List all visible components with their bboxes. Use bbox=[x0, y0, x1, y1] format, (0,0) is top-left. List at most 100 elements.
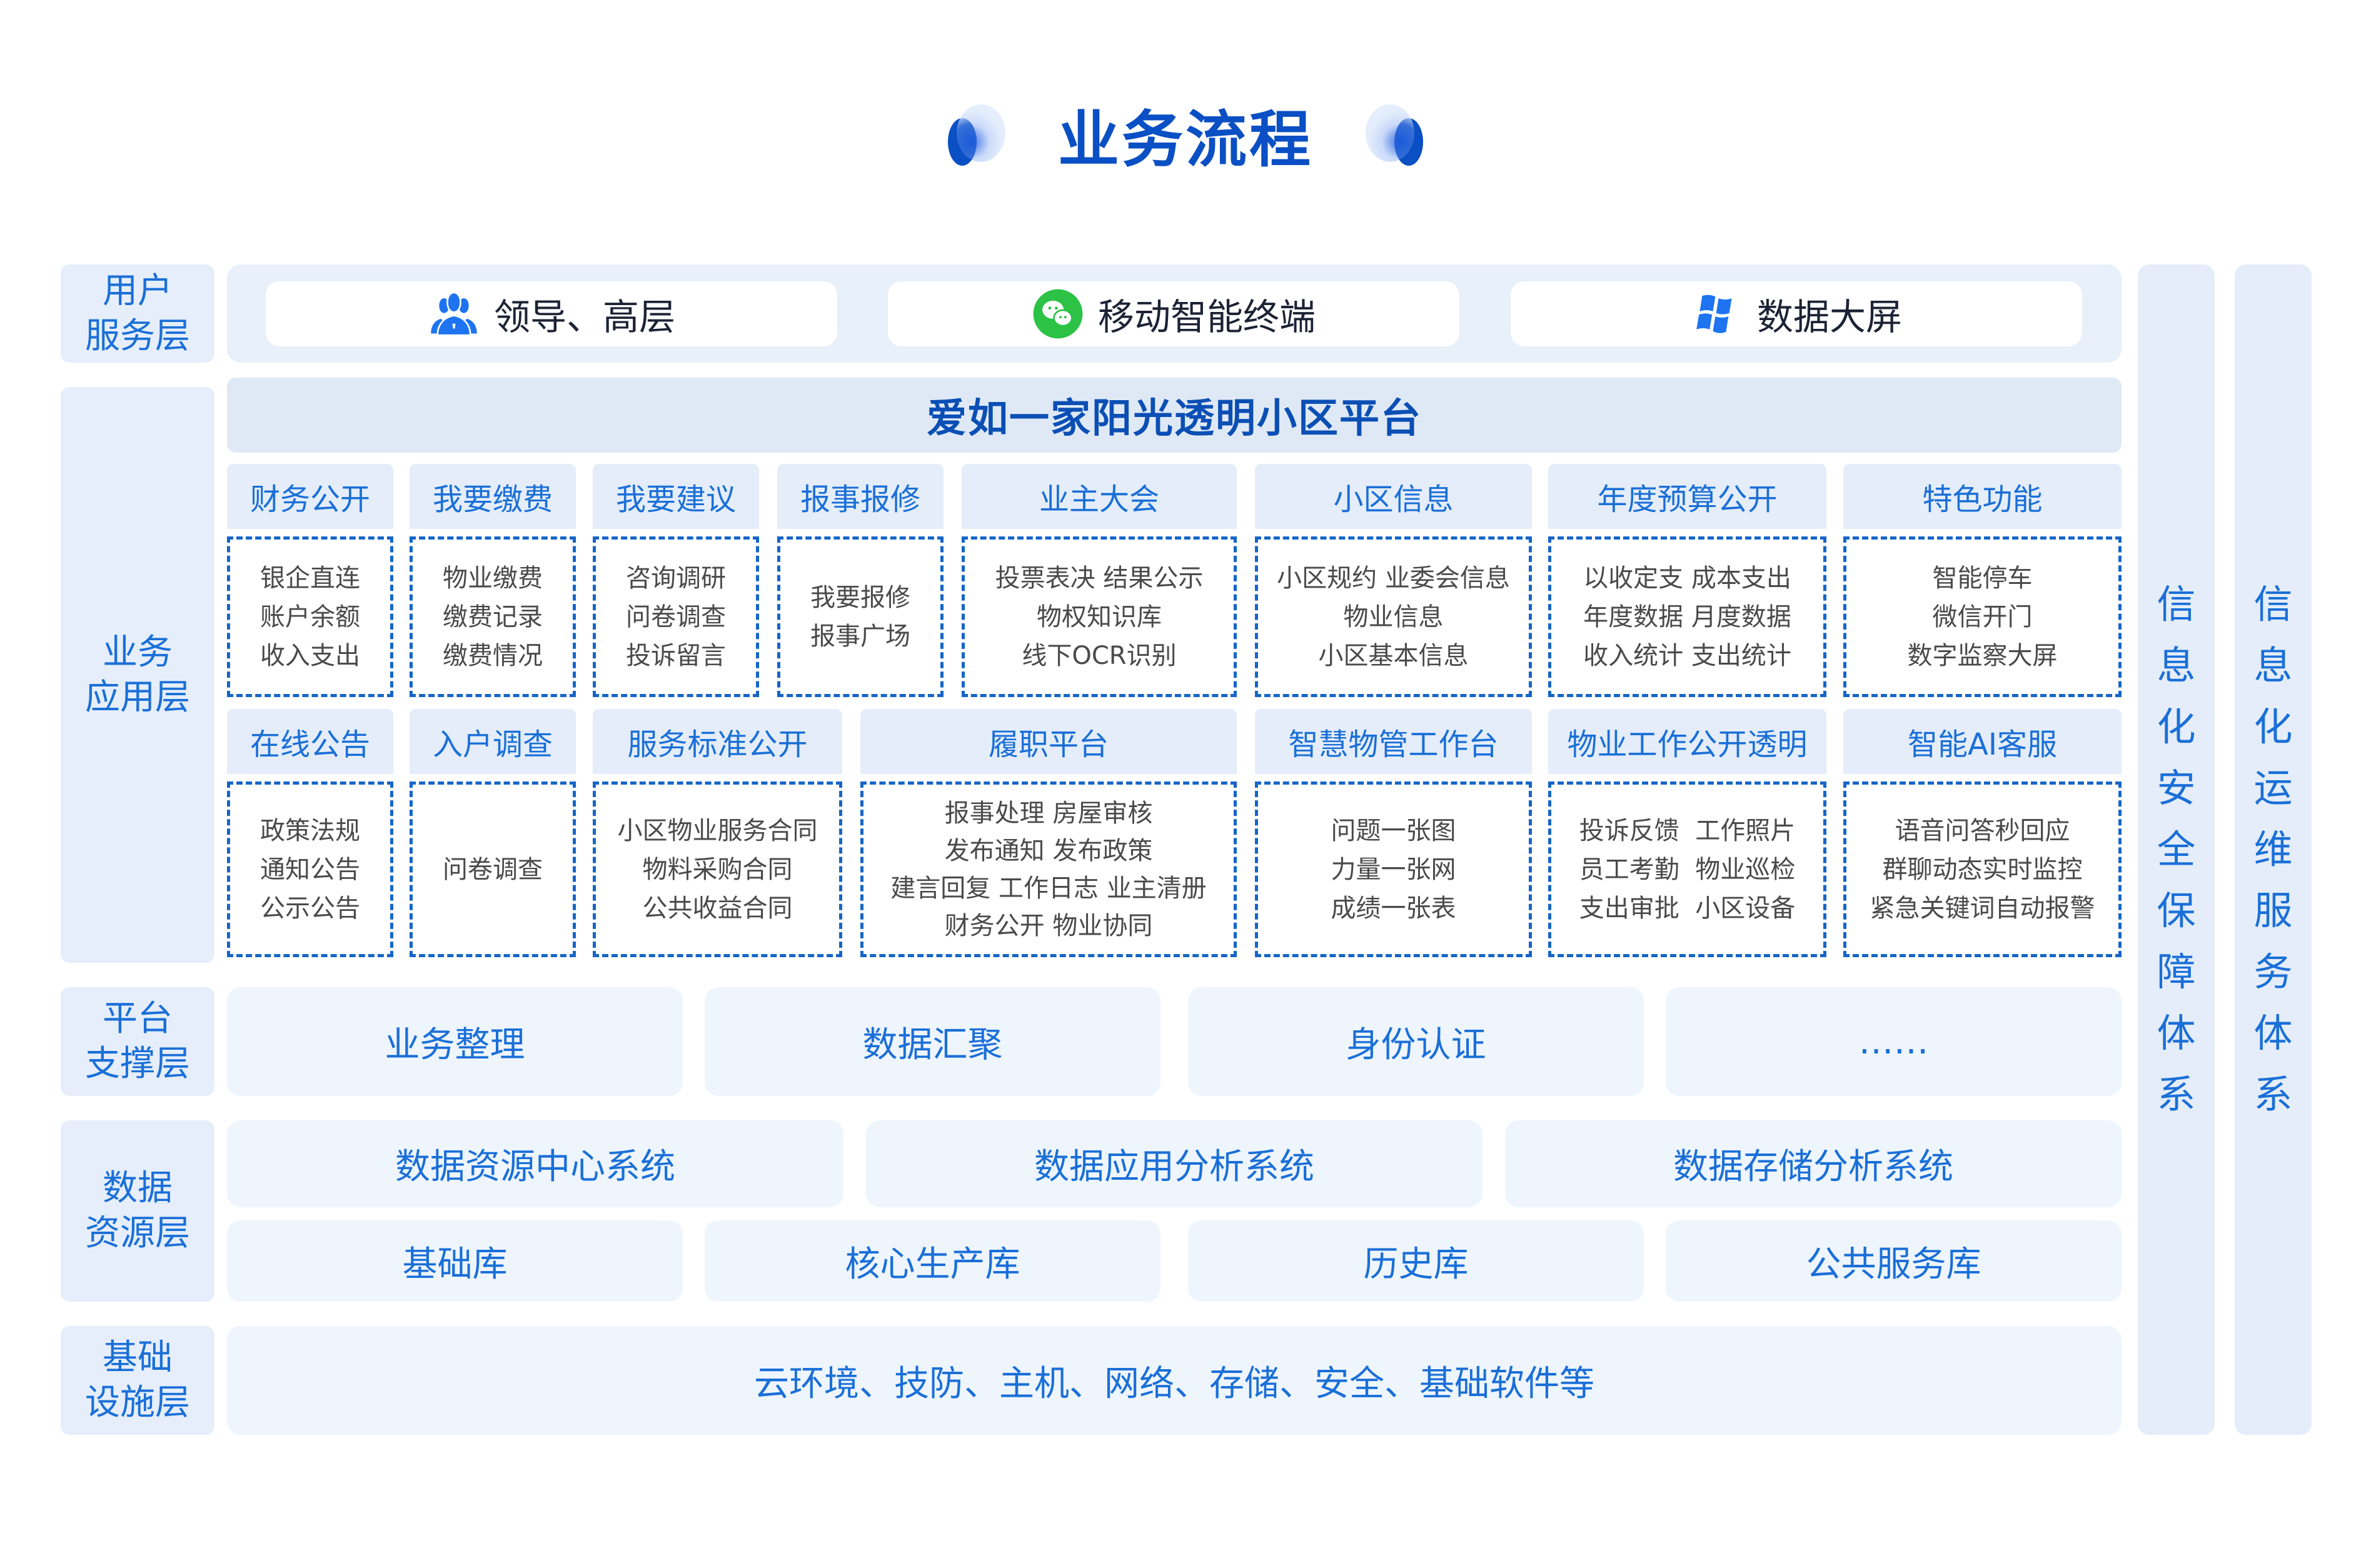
module-item: 员工考勤 物业巡检 bbox=[1579, 855, 1796, 884]
module-item: 年度数据 月度数据 bbox=[1583, 602, 1791, 631]
data-system-application-analysis[interactable]: 数据应用分析系统 bbox=[866, 1120, 1483, 1207]
layer-label-platform: 平台 支撑层 bbox=[61, 987, 214, 1096]
module-item: 支出审批 小区设备 bbox=[1579, 893, 1796, 923]
module-item: 建言回复 工作日志 业主清册 bbox=[890, 873, 1207, 903]
channel-leadership[interactable]: 领导、高层 bbox=[266, 281, 837, 346]
module-item: 小区物业服务合同 bbox=[617, 816, 818, 845]
module-item: 报事广场 bbox=[810, 621, 910, 651]
data-system-storage-analysis[interactable]: 数据存储分析系统 bbox=[1505, 1120, 2122, 1207]
module-header[interactable]: 智慧物管工作台 bbox=[1255, 709, 1532, 774]
library-core-production[interactable]: 核心生产库 bbox=[705, 1220, 1160, 1302]
module-header[interactable]: 服务标准公开 bbox=[593, 709, 842, 774]
ops-service-column[interactable]: 信息化运维服务体系 bbox=[2235, 264, 2312, 1435]
layer-label-infra: 基础 设施层 bbox=[61, 1326, 214, 1435]
module-header[interactable]: 在线公告 bbox=[227, 709, 393, 774]
module-item: 政策法规 bbox=[260, 816, 360, 845]
decorative-orb-icon bbox=[947, 104, 1008, 166]
layer-label-user: 用户 服务层 bbox=[61, 264, 214, 363]
module-items-box: 问题一张图 力量一张网 成绩一张表 bbox=[1255, 781, 1532, 957]
module-header[interactable]: 履职平台 bbox=[860, 709, 1237, 774]
module-item: 公示公告 bbox=[260, 893, 360, 923]
security-system-label: 信息化安全保障体系 bbox=[2157, 581, 2196, 1117]
module-item: 数字监察大屏 bbox=[1907, 641, 2058, 670]
library-base[interactable]: 基础库 bbox=[227, 1220, 683, 1302]
module-items-box: 以收定支 成本支出 年度数据 月度数据 收入统计 支出统计 bbox=[1548, 536, 1826, 697]
module-item: 微信开门 bbox=[1932, 602, 2033, 631]
module-header[interactable]: 业主大会 bbox=[962, 464, 1237, 529]
module-items-box: 小区物业服务合同 物料采购合同 公共收益合同 bbox=[593, 781, 842, 957]
module-items-box: 报事处理 房屋审核 发布通知 发布政策 建言回复 工作日志 业主清册 财务公开 … bbox=[860, 781, 1237, 957]
library-history[interactable]: 历史库 bbox=[1188, 1220, 1644, 1302]
module-item: 收入统计 支出统计 bbox=[1583, 641, 1791, 670]
module-item: 缴费情况 bbox=[443, 641, 543, 670]
module-item: 线下OCR识别 bbox=[1022, 641, 1177, 670]
channel-data-screen[interactable]: 数据大屏 bbox=[1511, 281, 2082, 346]
module-header[interactable]: 入户调查 bbox=[410, 709, 576, 774]
module-items-box: 问卷调查 bbox=[410, 781, 576, 957]
module-header[interactable]: 小区信息 bbox=[1255, 464, 1532, 529]
module-header[interactable]: 我要建议 bbox=[593, 464, 759, 529]
module-item: 投诉反馈 工作照片 bbox=[1579, 816, 1796, 845]
module-header[interactable]: 我要缴费 bbox=[410, 464, 576, 529]
library-public-service[interactable]: 公共服务库 bbox=[1666, 1220, 2122, 1302]
module-item: 群聊动态实时监控 bbox=[1882, 855, 2083, 884]
support-data-aggregation[interactable]: 数据汇聚 bbox=[705, 987, 1160, 1096]
module-item: 报事处理 房屋审核 bbox=[944, 798, 1153, 828]
decorative-orb-icon bbox=[1363, 104, 1423, 166]
module-item: 物权知识库 bbox=[1037, 602, 1162, 631]
channel-label: 移动智能终端 bbox=[1097, 296, 1316, 338]
page-title: 业务流程 bbox=[1057, 104, 1313, 176]
module-item: 财务公开 物业协同 bbox=[944, 911, 1153, 940]
module-item: 发布通知 发布政策 bbox=[944, 836, 1153, 865]
module-item: 账户余额 bbox=[260, 602, 360, 631]
module-item: 投诉留言 bbox=[626, 641, 726, 670]
module-items-box: 政策法规 通知公告 公示公告 bbox=[227, 781, 393, 957]
module-item: 成绩一张表 bbox=[1331, 893, 1456, 923]
module-header[interactable]: 物业工作公开透明 bbox=[1548, 709, 1826, 774]
security-system-column[interactable]: 信息化安全保障体系 bbox=[2138, 264, 2215, 1435]
ops-service-label: 信息化运维服务体系 bbox=[2253, 581, 2293, 1117]
module-header[interactable]: 特色功能 bbox=[1843, 464, 2122, 529]
module-item: 通知公告 bbox=[260, 855, 360, 884]
module-item: 公共收益合同 bbox=[642, 893, 793, 923]
module-item: 投票表决 结果公示 bbox=[995, 563, 1204, 593]
module-item: 以收定支 成本支出 bbox=[1583, 563, 1791, 593]
module-header[interactable]: 智能AI客服 bbox=[1843, 709, 2122, 774]
channel-label: 数据大屏 bbox=[1756, 296, 1902, 338]
module-items-box: 咨询调研 问卷调查 投诉留言 bbox=[593, 536, 759, 697]
module-item: 我要报修 bbox=[810, 583, 910, 612]
support-identity-auth[interactable]: 身份认证 bbox=[1188, 987, 1644, 1096]
module-item: 问题一张图 bbox=[1331, 816, 1456, 845]
module-items-box: 我要报修 报事广场 bbox=[777, 536, 944, 697]
wechat-icon bbox=[1033, 289, 1083, 339]
platform-title-bar: 爱如一家阳光透明小区平台 bbox=[227, 378, 2122, 453]
module-items-box: 语音问答秒回应 群聊动态实时监控 紧急关键词自动报警 bbox=[1843, 781, 2122, 957]
module-header[interactable]: 年度预算公开 bbox=[1548, 464, 1826, 529]
infrastructure-bar[interactable]: 云环境、技防、主机、网络、存储、安全、基础软件等 bbox=[227, 1326, 2122, 1435]
page-header: 业务流程 bbox=[0, 94, 2371, 176]
module-items-box: 小区规约 业委会信息 物业信息 小区基本信息 bbox=[1255, 536, 1532, 697]
people-group-icon bbox=[431, 291, 477, 336]
module-item: 缴费记录 bbox=[443, 602, 543, 631]
module-item: 收入支出 bbox=[260, 641, 360, 670]
module-items-box: 物业缴费 缴费记录 缴费情况 bbox=[410, 536, 576, 697]
module-header[interactable]: 报事报修 bbox=[777, 464, 944, 529]
channel-label: 领导、高层 bbox=[493, 296, 675, 338]
data-system-resource-center[interactable]: 数据资源中心系统 bbox=[227, 1120, 843, 1207]
user-layer-panel: 领导、高层 移动智能终端 数据大屏 bbox=[227, 264, 2122, 363]
module-item: 智能停车 bbox=[1932, 563, 2033, 593]
module-item: 物业信息 bbox=[1343, 602, 1444, 631]
module-items-box: 投诉反馈 工作照片 员工考勤 物业巡检 支出审批 小区设备 bbox=[1548, 781, 1826, 957]
layer-label-business: 业务 应用层 bbox=[61, 387, 214, 963]
module-item: 物业缴费 bbox=[443, 563, 543, 593]
module-header[interactable]: 财务公开 bbox=[227, 464, 393, 529]
channel-mobile[interactable]: 移动智能终端 bbox=[888, 281, 1459, 346]
module-item: 问卷调查 bbox=[443, 855, 543, 884]
support-business-sorting[interactable]: 业务整理 bbox=[227, 987, 683, 1096]
module-item: 力量一张网 bbox=[1331, 855, 1456, 884]
module-item: 咨询调研 bbox=[626, 563, 726, 593]
module-item: 紧急关键词自动报警 bbox=[1870, 893, 2095, 923]
support-more[interactable]: …… bbox=[1666, 987, 2122, 1096]
module-item: 小区基本信息 bbox=[1318, 641, 1469, 670]
layer-label-data: 数据 资源层 bbox=[61, 1120, 214, 1302]
